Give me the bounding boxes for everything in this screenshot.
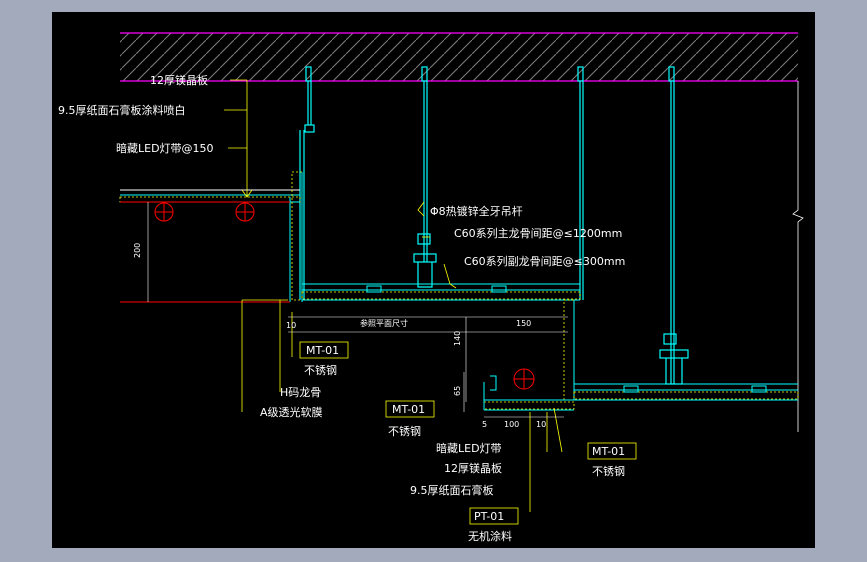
- label-h-keel: H码龙骨: [280, 386, 321, 399]
- drawing-canvas: 12厚镁晶板 9.5厚纸面石膏板涂料喷白 暗藏LED灯带@150 Φ8热镀锌全牙…: [52, 12, 815, 548]
- label-film: A级透光软膜: [260, 405, 323, 419]
- dim-200: 200: [133, 243, 142, 258]
- label-paint: 无机涂料: [468, 529, 512, 543]
- dimension-texts: 200 10 参照平面尺寸 140 150 65 5 100 10: [133, 243, 546, 429]
- leader-lines: [224, 79, 563, 512]
- label-pt01: PT-01: [474, 510, 504, 523]
- label-gypsum-bottom: 9.5厚纸面石膏板: [410, 483, 494, 497]
- led-fixtures: [154, 202, 535, 390]
- label-mt01-b: MT-01: [392, 403, 425, 416]
- dim-100: 100: [504, 420, 519, 429]
- label-ss-a: 不锈钢: [304, 364, 337, 377]
- break-line: [792, 81, 804, 432]
- label-led-bottom: 暗藏LED灯带: [436, 441, 502, 455]
- label-mt01-c: MT-01: [592, 445, 625, 458]
- label-led-top: 暗藏LED灯带@150: [116, 141, 214, 155]
- label-rod: Φ8热镀锌全牙吊杆: [430, 204, 523, 218]
- lower-trough: [483, 375, 575, 411]
- dim-10-right: 10: [536, 420, 546, 429]
- dim-140: 140: [453, 331, 462, 346]
- dim-150: 150: [516, 319, 531, 328]
- label-crystal-board-top: 12厚镁晶板: [150, 73, 208, 87]
- dim-65: 65: [453, 386, 462, 396]
- label-ss-c: 不锈钢: [592, 465, 625, 478]
- lower-ceiling: [573, 383, 799, 401]
- concrete-slab: [120, 32, 798, 82]
- upper-ceiling: [119, 189, 301, 203]
- bulkhead-vertical: [289, 171, 303, 302]
- label-main-keel: C60系列主龙骨间距@≤1200mm: [454, 226, 622, 240]
- label-sub-keel: C60系列副龙骨间距@≤300mm: [464, 254, 625, 268]
- dimension-lines: [147, 202, 568, 418]
- dim-plan-ref: 参照平面尺寸: [360, 318, 408, 328]
- finish-lines: [120, 201, 290, 303]
- step-bulkhead: [563, 299, 575, 401]
- label-mt01-a: MT-01: [306, 344, 339, 357]
- label-crystal-board-bottom: 12厚镁晶板: [444, 461, 502, 475]
- middle-ceiling: [301, 283, 581, 301]
- hanger-rods: [299, 66, 689, 385]
- label-gypsum-top: 9.5厚纸面石膏板涂料喷白: [58, 103, 186, 117]
- dim-10-left: 10: [286, 321, 296, 330]
- dim-5: 5: [482, 420, 487, 429]
- label-ss-b: 不锈钢: [388, 425, 421, 438]
- annotation-labels: 12厚镁晶板 9.5厚纸面石膏板涂料喷白 暗藏LED灯带@150 Φ8热镀锌全牙…: [58, 73, 637, 543]
- ceiling-section-drawing: 12厚镁晶板 9.5厚纸面石膏板涂料喷白 暗藏LED灯带@150 Φ8热镀锌全牙…: [58, 32, 804, 543]
